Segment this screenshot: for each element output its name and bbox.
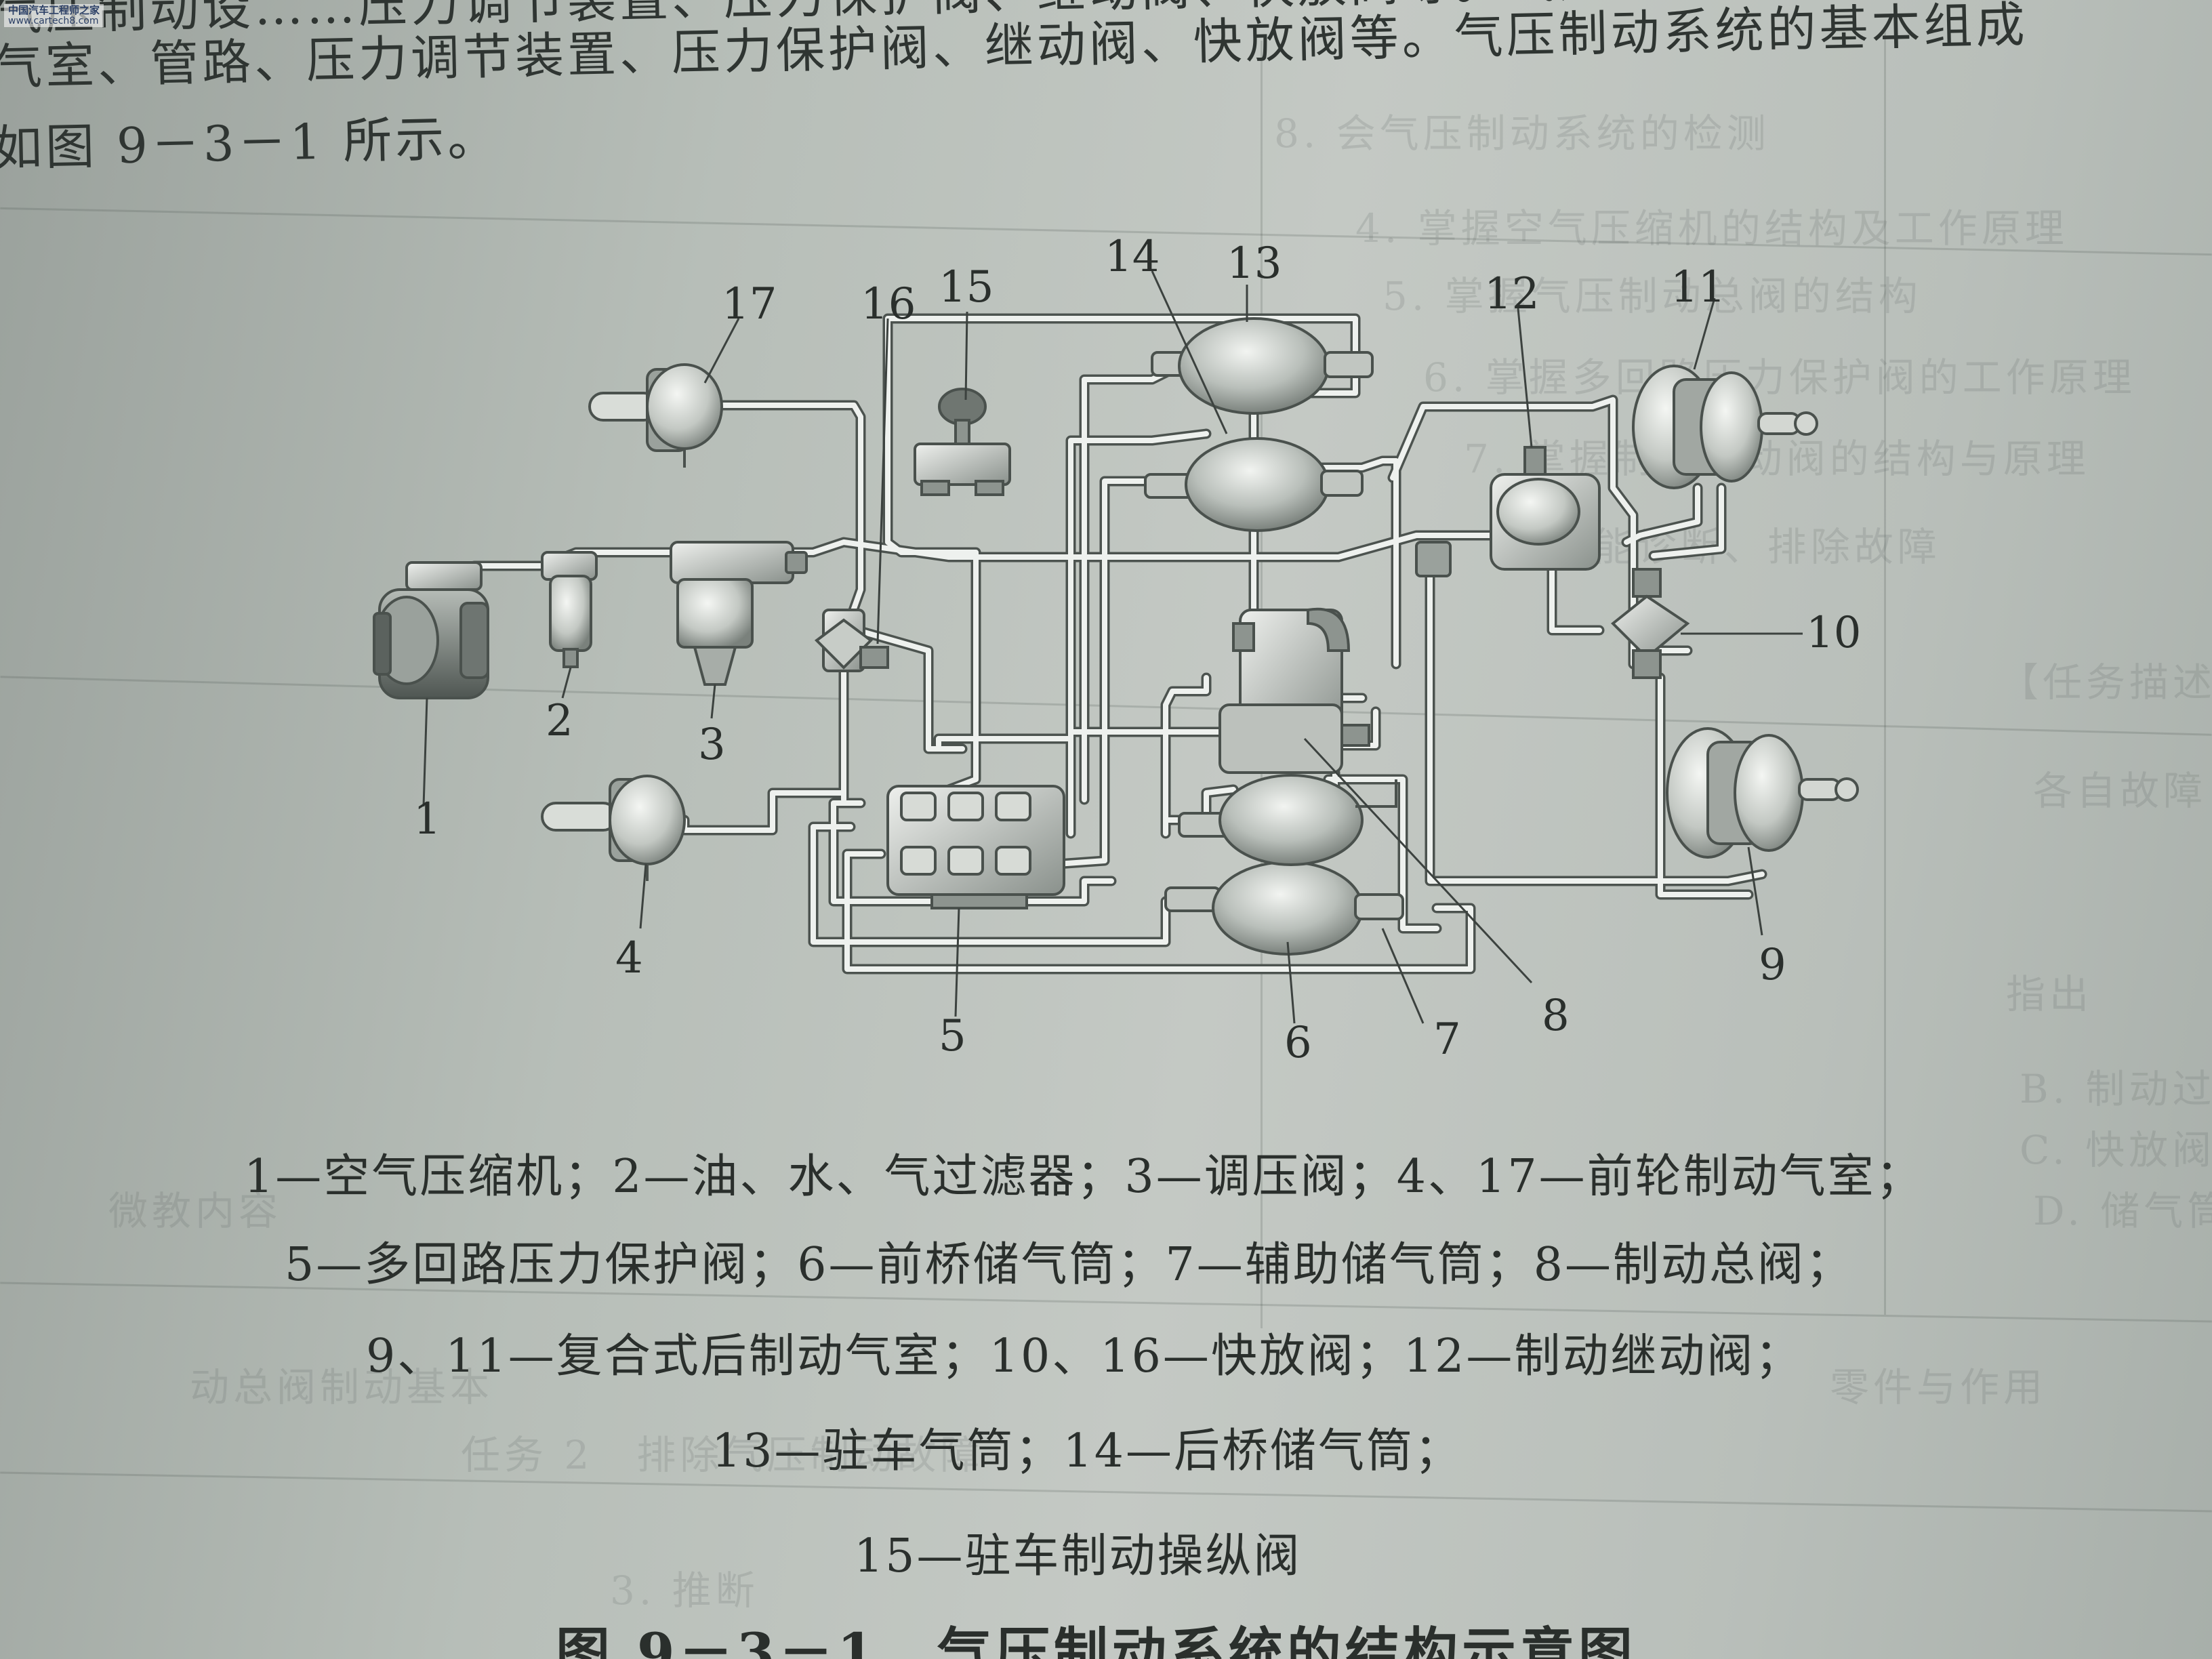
label-8: 8 <box>1542 991 1570 1041</box>
figure-title: 图 9－3－1 气压制动系统的结构示意图 <box>556 1621 1637 1659</box>
caption-line-1: 1—空气压缩机；2—油、水、气过滤器；3—调压阀；4、17—前轮制动气室； <box>244 1150 1924 1204</box>
caption-line-3: 9、11—复合式后制动气室；10、16—快放阀；12—制动继动阀； <box>366 1330 1803 1383</box>
label-11: 11 <box>1671 262 1725 312</box>
label-17: 17 <box>722 279 777 329</box>
brake-relay-valve <box>1490 446 1601 571</box>
label-12: 12 <box>1484 269 1539 319</box>
label-2: 2 <box>546 696 573 746</box>
label-13: 13 <box>1227 239 1282 289</box>
front-brake-chamber-4 <box>541 775 686 881</box>
label-1: 1 <box>413 794 441 844</box>
air-compressor <box>373 561 489 699</box>
watermark-url: www.cartech8.com <box>8 15 99 26</box>
pressure-regulating-valve <box>670 541 808 686</box>
multi-circuit-protection-valve <box>886 785 1065 909</box>
rear-brake-chamber-11 <box>1632 365 1818 489</box>
label-4: 4 <box>615 933 643 983</box>
label-14: 14 <box>1105 232 1160 282</box>
label-7: 7 <box>1433 1015 1461 1065</box>
component-labels: 1 2 3 4 5 6 7 8 9 10 11 12 13 14 15 16 1… <box>413 232 1861 1068</box>
label-10: 10 <box>1806 608 1861 658</box>
label-5: 5 <box>939 1011 966 1061</box>
watermark-site-name: 中国汽车工程师之家 <box>8 4 100 16</box>
label-16: 16 <box>861 279 916 329</box>
parking-air-tank <box>1151 317 1374 415</box>
label-6: 6 <box>1284 1018 1312 1068</box>
rear-brake-chamber-9 <box>1666 727 1859 859</box>
label-9: 9 <box>1759 940 1786 990</box>
site-watermark: 中国汽车工程师之家 www.cartech8.com <box>4 4 104 28</box>
brake-master-valve <box>1218 607 1370 774</box>
caption-line-4: 13—驻车气筒；14—后桥储气筒； <box>712 1425 1463 1478</box>
caption-line-5: 15—驻车制动操纵阀 <box>854 1530 1302 1583</box>
label-15: 15 <box>939 262 994 312</box>
quick-release-valve-10 <box>1611 568 1690 679</box>
front-axle-air-tank <box>1164 861 1404 956</box>
leader-lines <box>422 270 1803 1024</box>
auxiliary-air-tank <box>1178 774 1397 866</box>
label-3: 3 <box>698 720 726 770</box>
quick-release-valve-16 <box>814 609 889 672</box>
parking-brake-control-valve <box>914 388 1011 496</box>
pipe-junction-block <box>1415 541 1452 577</box>
rear-axle-air-tank <box>1144 437 1364 532</box>
oil-water-gas-filter <box>541 551 598 668</box>
front-brake-chamber-17 <box>588 363 723 468</box>
caption-line-2: 5—多回路压力保护阀；6—前桥储气筒；7—辅助储气筒；8—制动总阀； <box>285 1238 1854 1292</box>
